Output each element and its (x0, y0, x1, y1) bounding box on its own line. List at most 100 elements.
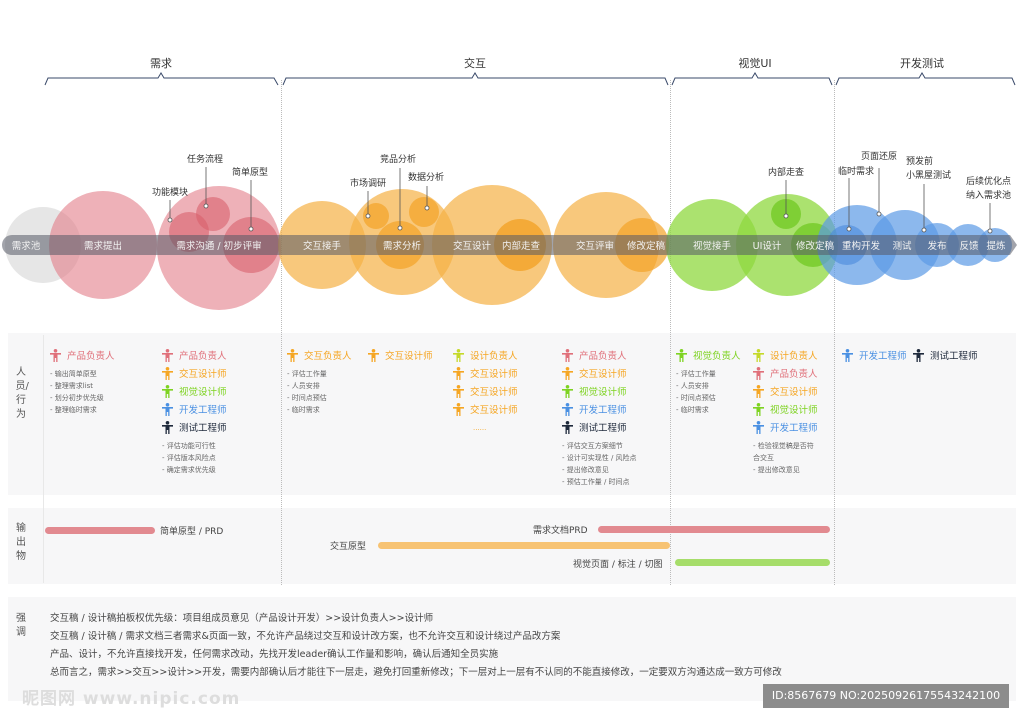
people-column: 产品负责人 - 输出简单原型- 整理需求list- 划分初步优先级- 整理临时需求 (50, 346, 115, 416)
stage-label: 测试 (892, 240, 912, 252)
note-item: - 评估版本风险点 (162, 454, 216, 462)
role-item: 交互设计师 (453, 364, 518, 382)
role-item: 交互设计师 (453, 382, 518, 400)
person-icon (842, 348, 853, 362)
note-item: - 时间点预估 (287, 394, 327, 402)
role-item: 开发工程师 (753, 418, 818, 436)
role-notes: - 评估工作量- 人员安排- 时间点预估- 临时需求 (287, 368, 352, 416)
person-icon (453, 402, 464, 416)
note-item: - 划分初步优先级 (50, 394, 104, 402)
people-column: 视觉负责人- 评估工作量- 人员安排- 时间点预估- 临时需求 (676, 346, 741, 416)
emphasis-line: 交互稿 / 设计稿 / 需求文档三者需求&页面一致，不允许产品绕过交互和设计改方… (50, 631, 561, 642)
role-name: 交互设计师 (579, 369, 627, 380)
output-bar-prd (45, 527, 155, 534)
role-item: 产品负责人 (562, 346, 637, 364)
phase-requirement: 需求 (150, 57, 172, 70)
person-icon (162, 366, 173, 380)
role-item: 开发工程师 (562, 400, 637, 418)
role-notes: ...... (453, 422, 518, 434)
role-name: 设计负责人 (770, 351, 818, 362)
role-name: 产品负责人 (179, 351, 227, 362)
people-panel (8, 333, 1016, 495)
people-section-label: 人员/行为 (14, 366, 29, 422)
role-item: 交互负责人 (287, 346, 352, 364)
watermark-logo: 昵图网 www.nipic.com (22, 689, 241, 709)
role-item: 交互设计师 (368, 346, 433, 364)
note-item: - 评估工作量 (676, 370, 716, 378)
role-name: 视觉设计师 (179, 387, 227, 398)
stage-label: 需求沟通 / 初步评审 (176, 240, 261, 252)
divider (670, 80, 671, 585)
output-bar-interaction-prototype (378, 542, 670, 549)
output-label: 简单原型 / PRD (160, 527, 224, 537)
people-column: 测试工程师 (913, 346, 978, 364)
divider (281, 80, 282, 585)
note-item: - 评估交互方案细节 (562, 442, 623, 450)
person-icon (453, 384, 464, 398)
stage-label: 反馈 (959, 240, 979, 252)
phase-bracket (835, 72, 1016, 86)
phase-dev-test: 开发测试 (900, 57, 944, 70)
callout-label: 数据分析 (408, 171, 444, 183)
role-item: 测试工程师 (162, 418, 227, 436)
stage-label: 需求分析 (383, 240, 422, 252)
divider (834, 80, 835, 585)
role-name: 设计负责人 (470, 351, 518, 362)
stage-label: 重构开发 (842, 240, 881, 252)
stage-label: 提炼 (986, 240, 1006, 252)
bubble-market-research (363, 203, 389, 229)
divider (43, 335, 44, 583)
people-column: 交互负责人- 评估工作量- 人员安排- 时间点预估- 临时需求 (287, 346, 352, 416)
role-item: 开发工程师 (842, 346, 907, 364)
role-name: 产品负责人 (770, 369, 818, 380)
role-item: 设计负责人 (753, 346, 818, 364)
people-column: 开发工程师 (842, 346, 907, 364)
role-item: 设计负责人 (453, 346, 518, 364)
person-icon (562, 402, 573, 416)
people-label: 人员/行为 (15, 367, 29, 420)
person-icon (562, 348, 573, 362)
role-name: 视觉设计师 (770, 405, 818, 416)
output-label: 视觉页面 / 标注 / 切图 (573, 560, 663, 570)
note-item: - 提出修改意见 (753, 466, 800, 474)
timeline-band (2, 235, 1017, 255)
role-name: 交互设计师 (770, 387, 818, 398)
phase-bracket (671, 72, 833, 86)
role-item: 交互设计师 (453, 400, 518, 418)
note-item: - 人员安排 (287, 382, 320, 390)
callout-label: 简单原型 (232, 166, 268, 178)
person-icon (562, 420, 573, 434)
role-name: 产品负责人 (67, 351, 115, 362)
role-name: 测试工程师 (930, 351, 978, 362)
role-item: 测试工程师 (562, 418, 637, 436)
person-icon (162, 348, 173, 362)
stage-label: 需求池 (12, 240, 41, 252)
role-name: 视觉负责人 (693, 351, 741, 362)
callout-label: 内部走查 (768, 166, 804, 178)
role-name: 产品负责人 (579, 351, 627, 362)
output-label: 需求文档PRD (533, 526, 588, 536)
callout-label: 竞品分析 (380, 153, 416, 165)
bubble-data-analysis (409, 197, 439, 227)
role-item: 视觉设计师 (562, 382, 637, 400)
role-name: 交互设计师 (179, 369, 227, 380)
watermark-id: ID:8567679 NO:20250926175543242100 (763, 684, 1009, 708)
role-item: 交互设计师 (753, 382, 818, 400)
note-item: - 临时需求 (676, 406, 709, 414)
role-notes: - 输出简单原型- 整理需求list- 划分初步优先级- 整理临时需求 (50, 368, 115, 416)
role-name: 开发工程师 (179, 405, 227, 416)
people-column: 设计负责人交互设计师交互设计师交互设计师...... (453, 346, 518, 434)
note-item: - 预估工作量 / 时间点 (562, 478, 630, 486)
role-item: 测试工程师 (913, 346, 978, 364)
phase-interaction: 交互 (464, 57, 486, 70)
output-bar-requirement-doc (598, 526, 830, 533)
phase-visual-ui: 视觉UI (738, 57, 772, 70)
callout-label: 纳入需求池 (966, 189, 1011, 201)
person-icon (162, 402, 173, 416)
emphasis-line: 总而言之，需求>>交互>>设计>>开发，需要内部确认后才能往下一层走，避免打回重… (50, 667, 782, 678)
role-name: 测试工程师 (179, 423, 227, 434)
role-item: 产品负责人 (50, 346, 115, 364)
person-icon (287, 348, 298, 362)
people-column: 交互设计师 (368, 346, 433, 364)
callout-label: 市场调研 (350, 177, 386, 189)
